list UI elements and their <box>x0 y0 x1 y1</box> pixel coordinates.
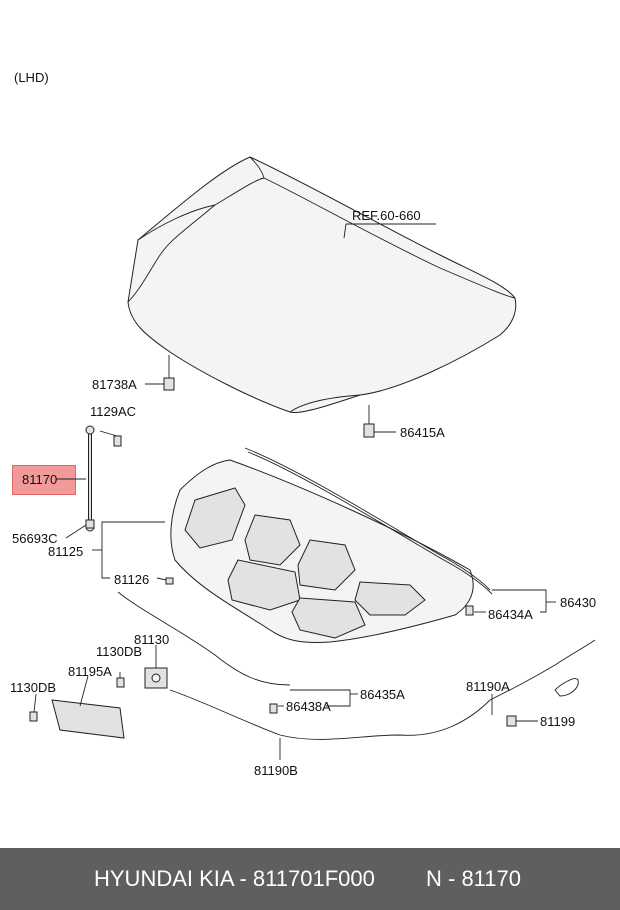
callout-86434a[interactable]: 86434A <box>488 607 533 622</box>
callout-81738a[interactable]: 81738A <box>92 377 137 392</box>
hood-stay-rod[interactable] <box>117 591 291 686</box>
callout-81190b[interactable]: 81190B <box>254 763 298 778</box>
release-cable[interactable] <box>169 639 596 740</box>
callout-81190a[interactable]: 81190A <box>466 679 510 694</box>
callout-1130db-b[interactable]: 1130DB <box>10 680 56 695</box>
callout-81195a[interactable]: 81195A <box>68 664 112 679</box>
callout-81130[interactable]: 81130 <box>134 632 169 647</box>
callout-81126[interactable]: 81126 <box>114 572 149 587</box>
bolt-1129ac[interactable] <box>113 435 122 447</box>
callout-1129ac[interactable]: 1129AC <box>90 404 136 419</box>
callout-86415a[interactable]: 86415A <box>400 425 445 440</box>
bolt-1130db-a[interactable] <box>116 677 125 688</box>
footer-oem-number: HYUNDAI KIA - 811701F000 <box>94 866 375 891</box>
hood-inner-panel[interactable] <box>170 459 474 643</box>
release-lever-81195a[interactable] <box>51 699 125 739</box>
ref-label: REF.60-660 <box>352 208 421 223</box>
callout-81125[interactable]: 81125 <box>48 544 83 559</box>
grommet-81126[interactable] <box>165 577 174 585</box>
weatherstrip-86430[interactable] <box>244 447 491 591</box>
clip-56693c[interactable] <box>85 519 95 529</box>
footer-part-number: N - 81170 <box>426 866 521 891</box>
bumper-81738a[interactable] <box>163 377 175 391</box>
hood-lift-strut[interactable] <box>85 425 95 532</box>
hood-latch-81130[interactable] <box>144 667 168 689</box>
callout-1130db-a[interactable]: 1130DB <box>96 644 142 659</box>
clip-86438a[interactable] <box>269 703 278 714</box>
part-number-footer: HYUNDAI KIA - 811701F000 N - 81170 <box>0 848 620 910</box>
hood-panel[interactable] <box>127 156 517 414</box>
parts-diagram: (LHD) REF.60-660 81738A 1129AC 86415A 81… <box>10 70 596 778</box>
callout-86430[interactable]: 86430 <box>560 595 596 610</box>
callout-86438a[interactable]: 86438A <box>286 699 331 714</box>
callout-81170[interactable]: 81170 <box>22 472 57 487</box>
highlighted-part-box <box>12 465 76 495</box>
clip-81199[interactable] <box>506 715 517 727</box>
lhd-note: (LHD) <box>14 70 49 85</box>
callout-56693c[interactable]: 56693C <box>12 531 58 546</box>
bumper-86415a[interactable] <box>363 423 375 438</box>
bolt-1130db-b[interactable] <box>29 711 38 722</box>
callout-86435a[interactable]: 86435A <box>360 687 405 702</box>
clip-86434a[interactable] <box>465 605 474 616</box>
callout-81199[interactable]: 81199 <box>540 714 575 729</box>
